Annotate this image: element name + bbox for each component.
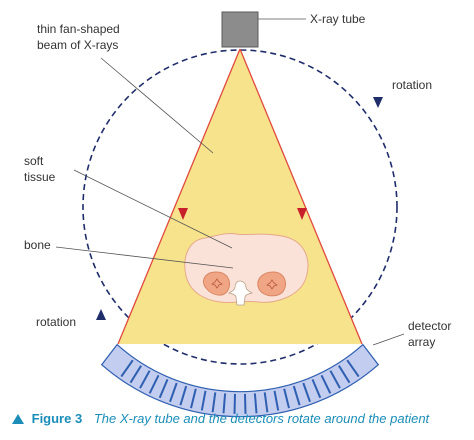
label-bone: bone bbox=[24, 238, 51, 252]
label-soft-tissue-line2: tissue bbox=[24, 170, 56, 184]
detector-cell-divider bbox=[179, 385, 188, 406]
label-rotation-left: rotation bbox=[36, 315, 76, 329]
leader-soft-tissue bbox=[73, 169, 233, 249]
detector-cell-divider bbox=[169, 382, 178, 403]
rotation-path bbox=[82, 49, 398, 365]
detector-cell-divider bbox=[211, 392, 217, 413]
detector-cell-divider bbox=[222, 393, 227, 414]
right-organ bbox=[257, 271, 287, 297]
detector-cell-divider bbox=[148, 374, 160, 394]
detector-cell-divider bbox=[346, 359, 360, 378]
detector-cell-divider bbox=[139, 370, 151, 389]
detector-cell-divider bbox=[120, 359, 134, 378]
leader-beam bbox=[100, 57, 214, 154]
detector-cell-divider bbox=[329, 370, 341, 389]
detector-cells bbox=[120, 359, 360, 414]
label-xray-tube: X-ray tube bbox=[310, 12, 366, 26]
bone-marker-left bbox=[211, 278, 223, 289]
detector-cell-divider bbox=[338, 365, 351, 384]
rotation-arrow-left bbox=[96, 309, 106, 320]
detector-cell-divider bbox=[233, 393, 236, 414]
label-soft-tissue-line1: soft bbox=[24, 154, 44, 168]
spine-bone bbox=[228, 280, 253, 306]
patient-cross-section bbox=[184, 233, 309, 306]
detector-cell-divider bbox=[244, 393, 247, 414]
detector-cell-divider bbox=[253, 393, 258, 414]
leader-detector bbox=[372, 333, 405, 346]
detector-cell-divider bbox=[129, 365, 142, 384]
caption-text: The X-ray tube and the detectors rotate … bbox=[93, 411, 430, 426]
figure-caption: Figure 3 The X-ray tube and the detector… bbox=[12, 411, 472, 426]
figure-label: Figure 3 bbox=[31, 411, 83, 426]
label-beam-line2: beam of X-rays bbox=[37, 38, 118, 52]
detector-cell-divider bbox=[311, 379, 322, 399]
beam-arrow-right bbox=[297, 208, 307, 220]
leader-bone bbox=[55, 246, 234, 269]
label-beam-line1: thin fan-shaped bbox=[37, 22, 120, 36]
detector-cell-divider bbox=[283, 388, 290, 409]
detector-cell-divider bbox=[292, 385, 301, 406]
detector-cell-divider bbox=[320, 374, 332, 394]
detector-cell-divider bbox=[263, 392, 269, 413]
left-organ bbox=[202, 271, 230, 296]
xray-tube bbox=[221, 11, 259, 48]
beam-edge-right bbox=[239, 48, 363, 345]
detector-cell-divider bbox=[273, 390, 280, 411]
detector-cell-divider bbox=[190, 388, 197, 409]
detector-cell-divider bbox=[200, 390, 207, 411]
beam-edge-left bbox=[117, 48, 241, 345]
rotation-arrow-right bbox=[373, 97, 383, 108]
detector-cell-divider bbox=[302, 382, 311, 403]
bone-marker-right bbox=[266, 279, 278, 290]
caption-triangle-icon bbox=[12, 414, 24, 424]
detector-array bbox=[100, 343, 380, 418]
label-detector-line2: array bbox=[408, 335, 435, 349]
label-rotation-right: rotation bbox=[392, 78, 432, 92]
detector-cell-divider bbox=[158, 379, 169, 399]
beam-arrow-left bbox=[178, 208, 188, 220]
label-detector-line1: detector bbox=[408, 319, 451, 333]
